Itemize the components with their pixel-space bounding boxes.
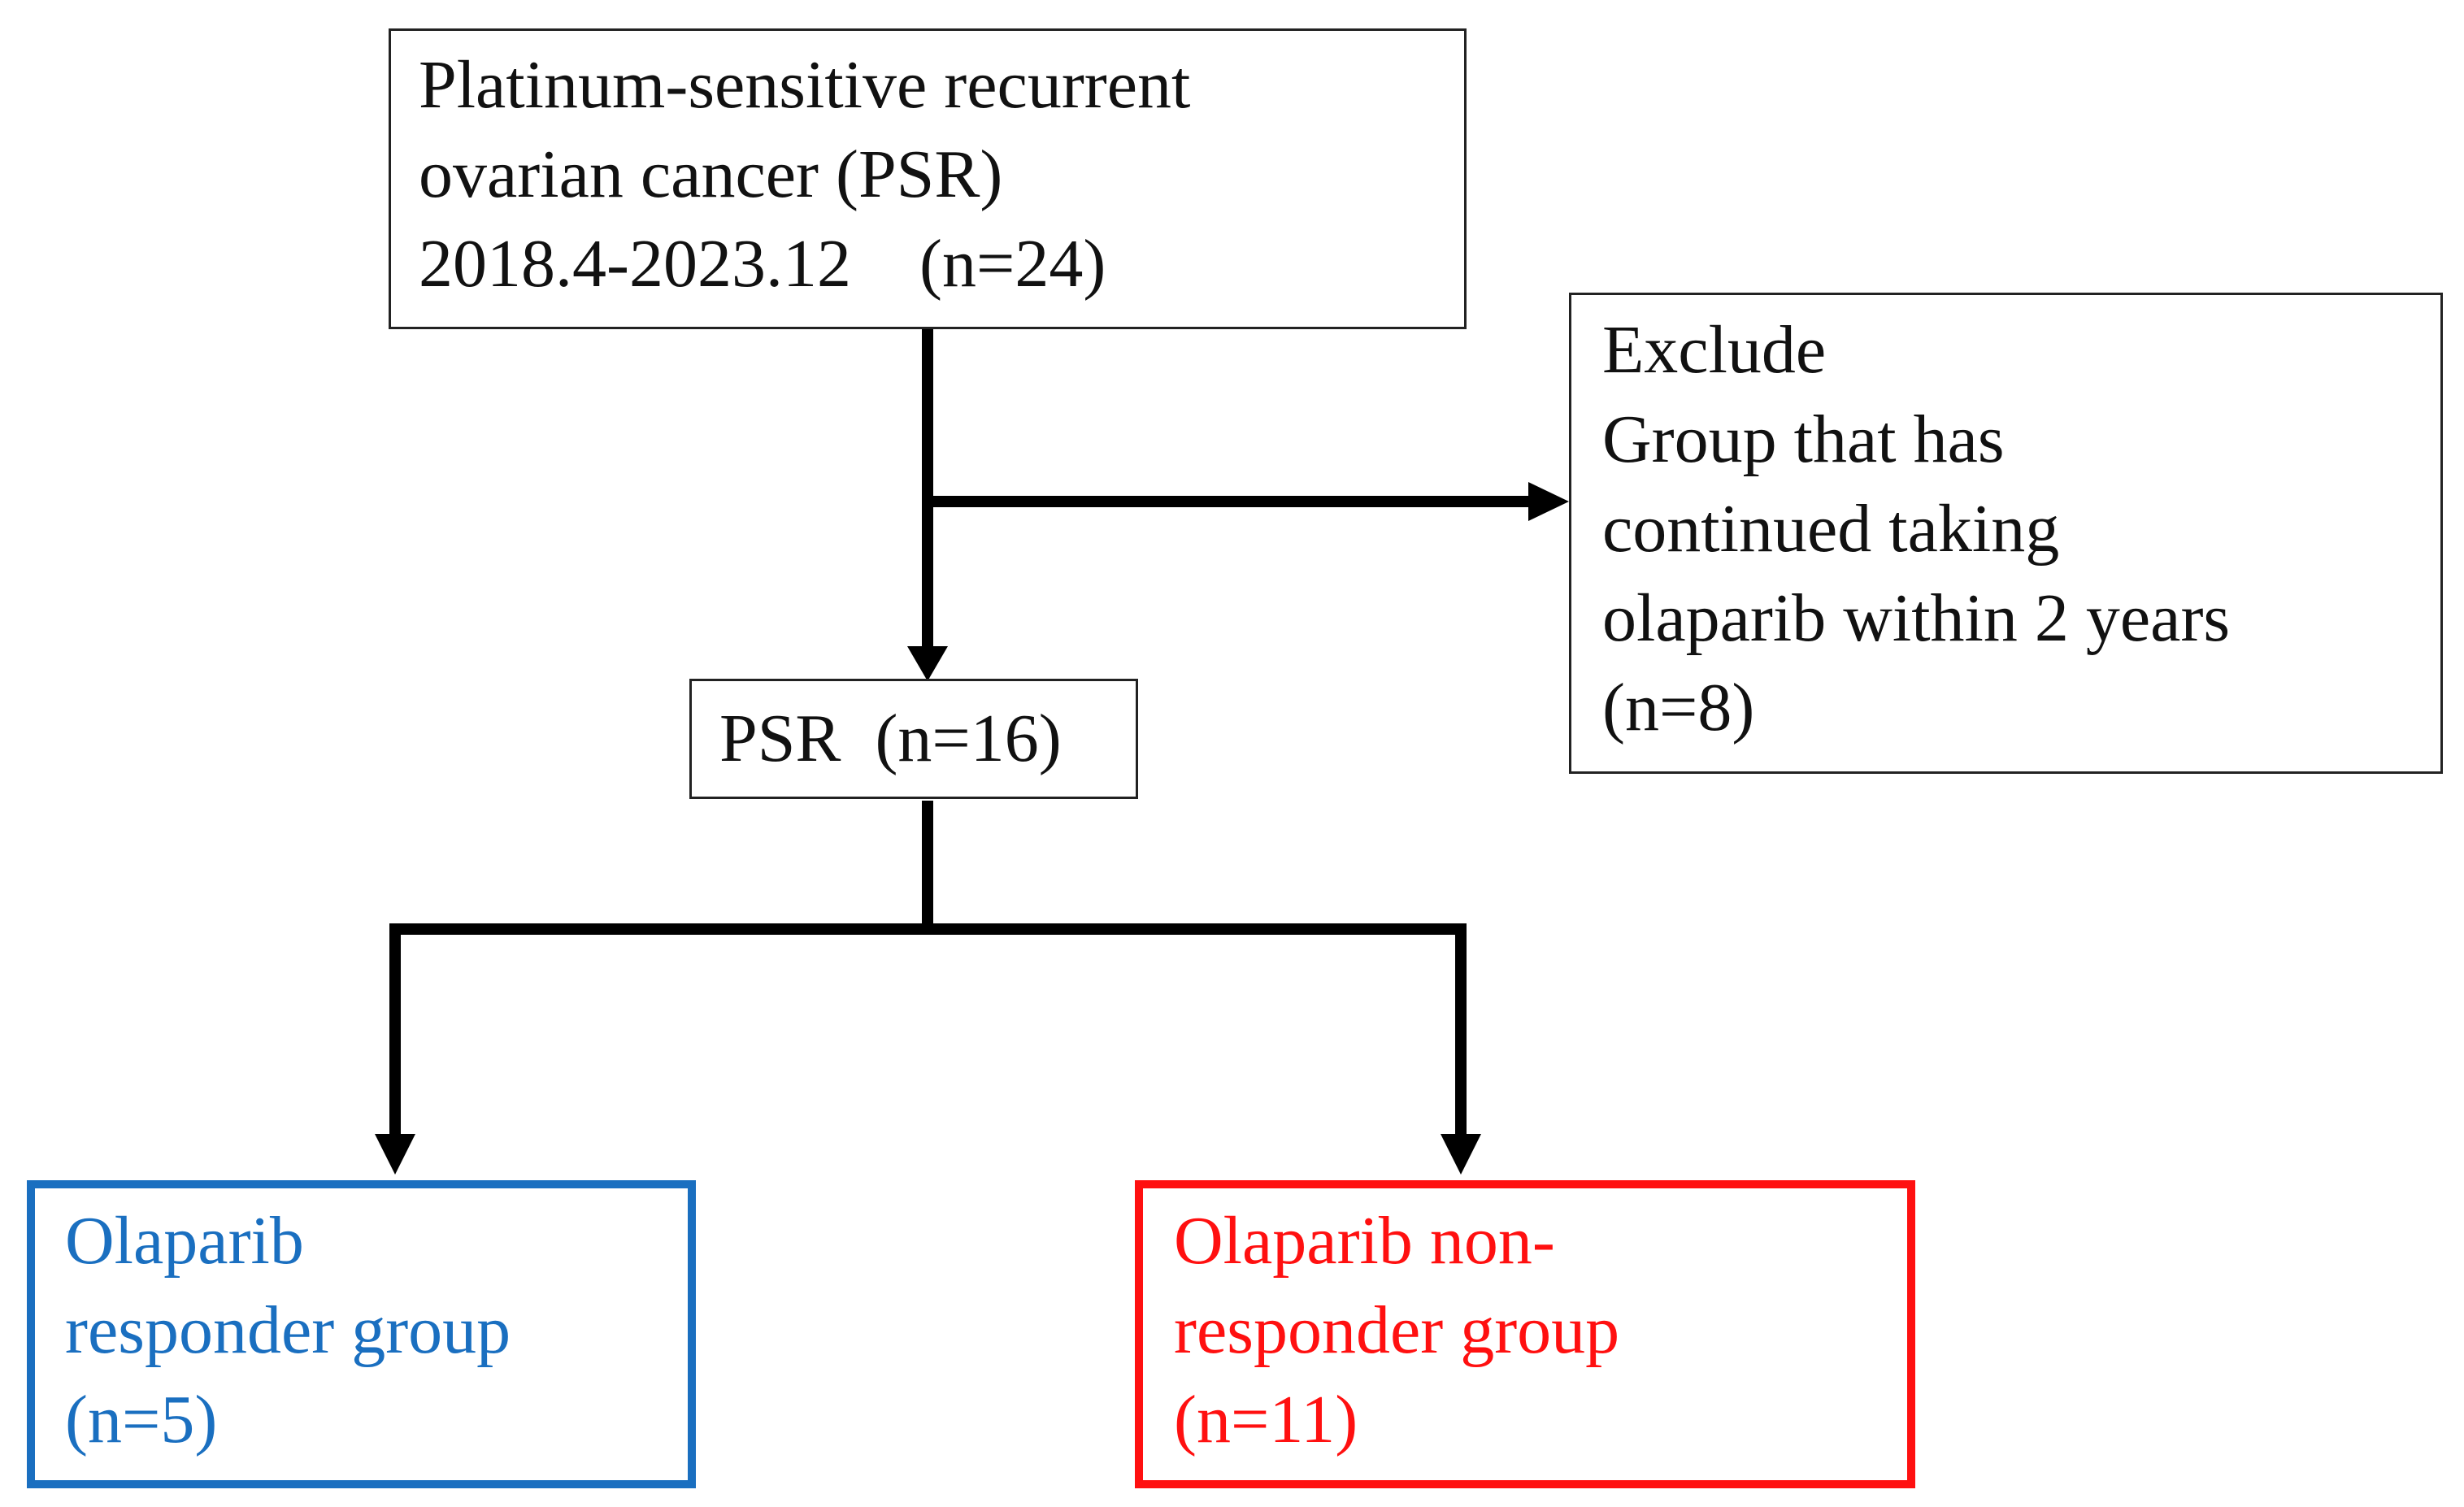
source-line-2: ovarian cancer (PSR) (419, 137, 1003, 212)
arrowhead-non-responder (1441, 1134, 1481, 1175)
exclude-line-4: olaparib within 2 years (1602, 580, 2231, 656)
responder-line-2: responder group (65, 1292, 511, 1368)
source-line-3: 2018.4-2023.12 (n=24) (419, 226, 1106, 302)
source-line-1: Platinum-sensitive recurrent (419, 47, 1191, 123)
arrowhead-exclude (1528, 482, 1569, 521)
exclude-box: Exclude Group that has continued taking … (1569, 293, 2443, 774)
source-box: Platinum-sensitive recurrent ovarian can… (389, 28, 1467, 329)
non-responder-line-3: (n=11) (1174, 1382, 1358, 1457)
arrowhead-psr (907, 646, 948, 681)
non-responder-line-1: Olaparib non- (1174, 1203, 1555, 1279)
exclude-line-2: Group that has (1602, 402, 2005, 477)
responder-line-1: Olaparib (65, 1203, 304, 1279)
non-responder-box: Olaparib non- responder group (n=11) (1135, 1180, 1915, 1488)
non-responder-line-2: responder group (1174, 1292, 1620, 1368)
arrowhead-responder (375, 1134, 415, 1175)
responder-box: Olaparib responder group (n=5) (27, 1180, 696, 1488)
psr-box: PSR (n=16) (689, 679, 1138, 799)
exclude-line-1: Exclude (1602, 312, 1827, 388)
responder-line-3: (n=5) (65, 1382, 218, 1457)
exclude-line-5: (n=8) (1602, 670, 1755, 745)
psr-label: PSR (n=16) (719, 701, 1062, 776)
exclude-line-3: continued taking (1602, 491, 2060, 567)
